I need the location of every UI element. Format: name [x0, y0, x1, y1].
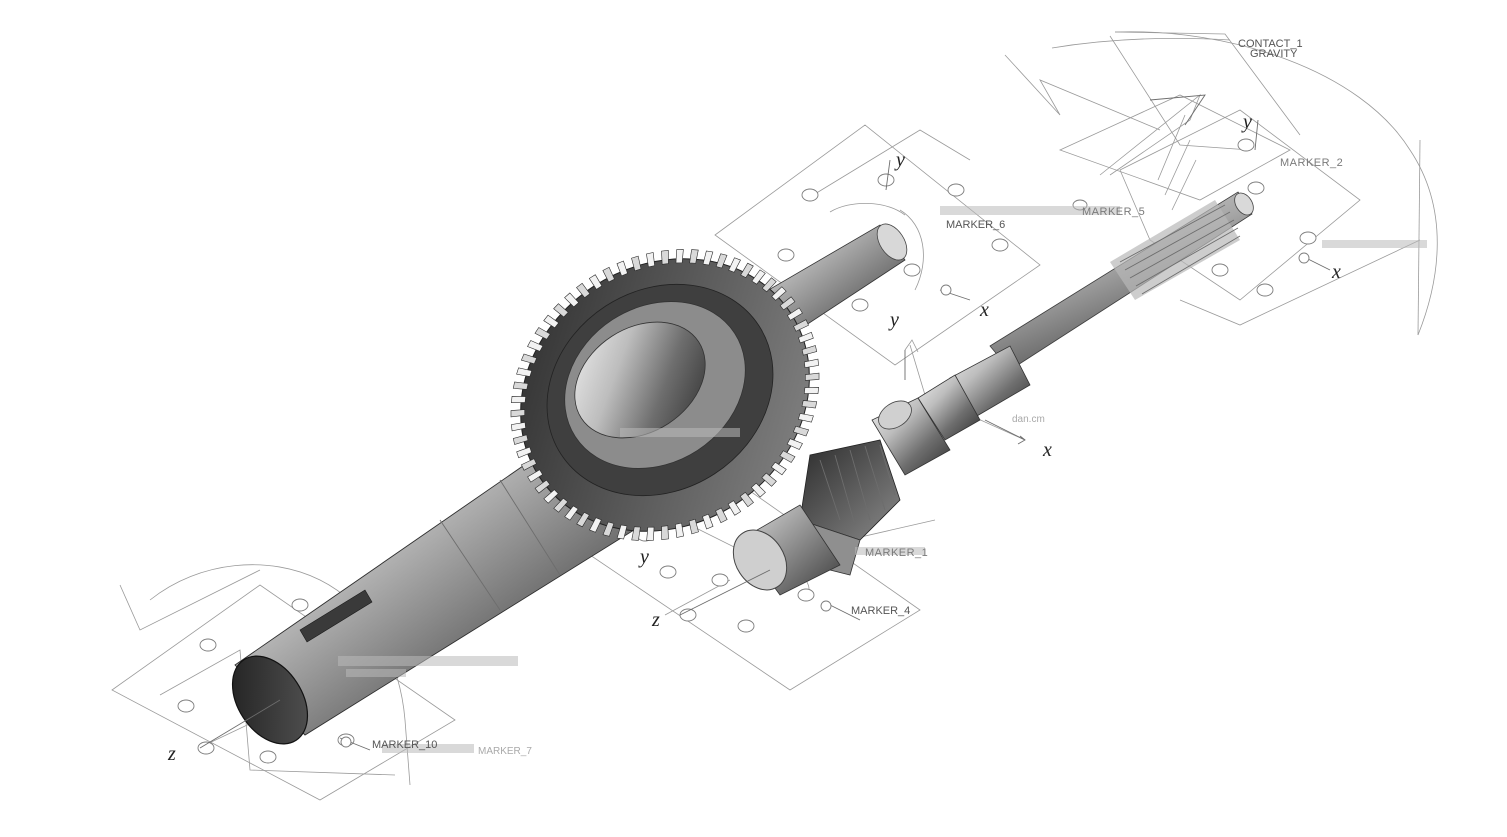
gear-tooth	[797, 413, 814, 423]
gear-tooth	[689, 249, 699, 264]
gear-tooth	[553, 303, 569, 318]
gear-tooth	[739, 491, 754, 508]
gear-tooth	[715, 507, 728, 524]
gear-tooth	[675, 249, 684, 264]
gravity-label: GRAVITY	[1250, 48, 1298, 60]
gear-tooth	[803, 387, 819, 395]
gear-tooth	[588, 274, 603, 290]
gear-tooth	[792, 425, 810, 437]
gear-tooth	[534, 327, 551, 340]
gear-tooth	[728, 257, 741, 273]
gear-tooth	[527, 340, 544, 352]
gear-tooth	[543, 489, 559, 504]
gear-teeth	[510, 249, 820, 541]
axis-y-marker-4: y	[638, 546, 649, 568]
gear-tooth	[521, 458, 537, 471]
gear-tooth	[761, 277, 777, 293]
gear-tooth	[770, 461, 787, 476]
gear-tooth	[589, 517, 602, 533]
gear-tooth	[715, 253, 728, 269]
contact-wireframe	[1004, 31, 1438, 336]
gear-tooth	[801, 345, 818, 356]
contact-label: CONTACT_1	[1238, 38, 1303, 50]
gear-tooth	[631, 255, 642, 272]
axis-z-marker-10: z	[167, 743, 176, 765]
gear-tooth	[779, 296, 796, 311]
gear-tooth	[510, 409, 525, 418]
axis-x-dan-cm: x	[1042, 439, 1052, 461]
pinion-gear	[732, 439, 901, 596]
gear-tooth	[564, 292, 580, 308]
gear-tooth	[688, 518, 699, 535]
marker-5-label: MARKER_5	[1082, 206, 1145, 218]
gear-tooth	[771, 286, 787, 301]
marker-10-label: MARKER_10	[372, 739, 437, 751]
axis-x-marker-6: x	[979, 299, 989, 321]
gear-tooth	[787, 307, 803, 321]
splined-shaft	[871, 191, 1254, 476]
gear-tooth	[512, 434, 529, 445]
gear-tooth	[750, 482, 766, 498]
gear-tooth	[516, 446, 532, 459]
gear-tooth	[534, 479, 551, 494]
large-bevel-gear	[510, 249, 820, 541]
gear-tooth	[576, 511, 590, 528]
gear-tooth	[564, 505, 579, 521]
gear-tooth	[602, 266, 615, 283]
gear-tooth	[805, 372, 820, 381]
gear-tooth	[646, 252, 655, 268]
illegible-labels	[338, 206, 1427, 753]
gear-tooth	[804, 358, 819, 369]
marker-6-label: MARKER_6	[946, 219, 1005, 231]
gear-tooth	[631, 526, 641, 541]
gear-tooth	[553, 497, 569, 513]
gear-tooth	[798, 331, 814, 344]
gear-tooth	[786, 438, 803, 450]
gear-tooth	[576, 282, 591, 299]
gear-tooth	[516, 367, 533, 377]
gear-tooth	[511, 421, 526, 432]
gear-tooth	[740, 262, 754, 279]
axis-labels: y x y x y x y z z	[167, 111, 1341, 765]
gear-tooth	[702, 513, 714, 530]
gear-tooth	[646, 526, 655, 541]
marker-4-label: MARKER_4	[851, 605, 910, 617]
gear-tooth	[661, 525, 669, 541]
gear-tooth	[779, 450, 796, 463]
gear-tooth	[616, 524, 628, 540]
gear-tooth	[761, 472, 777, 487]
gear-tooth	[512, 381, 529, 390]
marker-1-label: MARKER_1	[865, 547, 928, 559]
gear-tooth	[661, 249, 669, 265]
dan-cm-label: dan.cm	[1012, 414, 1045, 425]
gear-tooth	[793, 319, 809, 332]
gear-tooth	[602, 521, 615, 537]
gear-tooth	[675, 522, 684, 538]
marker-2-label: MARKER_2	[1280, 157, 1343, 169]
gear-tooth	[520, 353, 538, 365]
marker-6-plate	[714, 124, 1041, 366]
gear-tooth	[702, 250, 714, 266]
gear-tooth	[616, 260, 628, 277]
gear-tooth	[527, 469, 543, 483]
gear-tooth	[543, 314, 560, 329]
marker-labels: CONTACT_1 GRAVITY MARKER_2 MARKER_5 MARK…	[372, 38, 1343, 757]
marker-7-label: MARKER_7	[478, 746, 532, 757]
marker-arrows	[199, 119, 1331, 751]
axis-y-marker-6: y	[894, 149, 905, 171]
gear-tooth	[801, 400, 818, 409]
gear-tooth	[751, 269, 766, 285]
axis-z-marker-4: z	[651, 609, 660, 631]
axis-x-top-right: x	[1331, 261, 1341, 283]
gear-tooth	[727, 500, 742, 516]
axis-y-top-right: y	[1241, 111, 1252, 133]
gear-tooth	[511, 395, 527, 403]
axis-y-middle: y	[888, 309, 899, 331]
